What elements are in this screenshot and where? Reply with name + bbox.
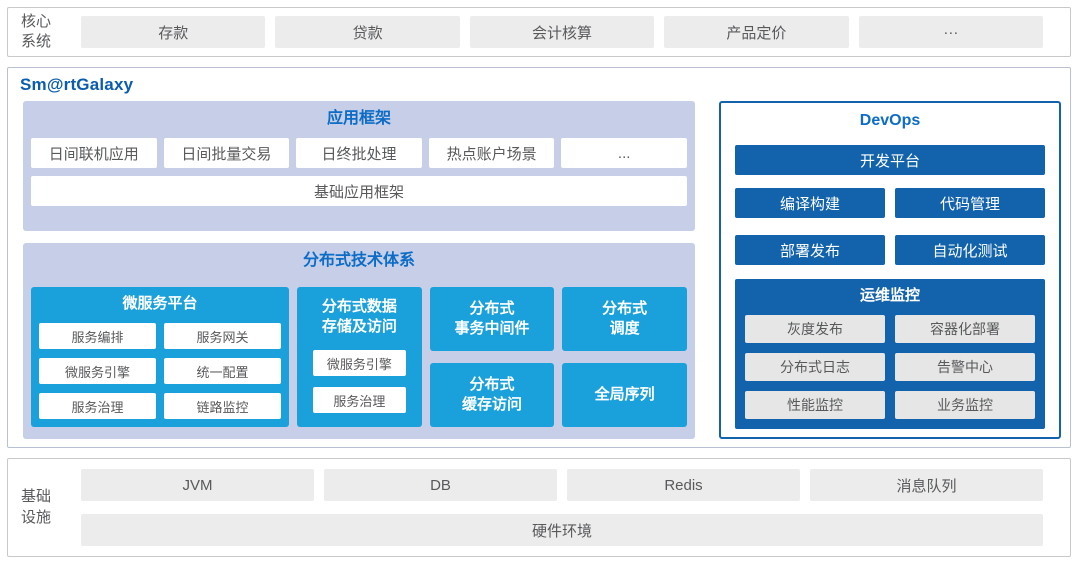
core-systems-label: 核心 系统: [21, 12, 52, 50]
dev-platform-box: 开发平台: [735, 145, 1045, 175]
ops-item-gray-release: 灰度发布: [745, 315, 885, 343]
cache-access-box: 分布式 缓存访问: [429, 363, 555, 427]
ops-item-biz-monitor: 业务监控: [895, 391, 1035, 419]
core-system-item-accounting: 会计核算: [469, 16, 655, 48]
ops-monitor-items: 灰度发布 容器化部署 分布式日志 告警中心 性能监控 业务监控: [745, 315, 1035, 419]
app-item-hot-account: 热点账户场景: [428, 138, 555, 168]
distributed-title: 分布式技术体系: [302, 252, 415, 269]
core-system-item-deposit: 存款: [81, 16, 266, 48]
app-item-online: 日间联机应用: [31, 138, 157, 168]
distributed-col-4: 分布式 调度 全局序列: [562, 287, 687, 427]
transaction-middleware-box: 分布式 事务中间件: [429, 287, 555, 351]
core-systems-band: 核心 系统 存款 贷款 会计核算 产品定价 ···: [7, 7, 1071, 57]
devops-panel: DevOps 开发平台 编译构建 代码管理 部署发布 自动化测试 运维监控 灰度…: [719, 101, 1061, 439]
app-item-more: ...: [561, 138, 687, 168]
data-storage-box: 分布式数据 存储及访问 微服务引擎 服务治理: [297, 287, 422, 427]
infra-item-redis: Redis: [567, 469, 800, 501]
app-item-eod-batch: 日终批处理: [296, 138, 422, 168]
infrastructure-items: JVM DB Redis 消息队列 硬件环境: [81, 469, 1043, 546]
core-system-item-more: ···: [858, 16, 1044, 48]
app-framework-title: 应用框架: [326, 110, 391, 127]
distributed-grid: 微服务平台 服务编排 服务网关 微服务引擎 统一配置 服务治理 链路监控 分布式…: [31, 287, 687, 427]
infra-item-mq: 消息队列: [810, 469, 1043, 501]
infrastructure-label: 基础 设施: [21, 488, 52, 526]
infra-hardware-env: 硬件环境: [81, 514, 1043, 546]
tool-deploy: 部署发布: [735, 235, 885, 265]
microservice-items: 服务编排 服务网关 微服务引擎 统一配置 服务治理 链路监控: [39, 323, 281, 419]
ops-item-container-deploy: 容器化部署: [895, 315, 1035, 343]
infrastructure-row: JVM DB Redis 消息队列: [81, 469, 1043, 501]
data-storage-title: 分布式数据 存储及访问: [321, 298, 397, 335]
infrastructure-band: 基础 设施 JVM DB Redis 消息队列 硬件环境: [7, 458, 1071, 557]
micro-item-orchestration: 服务编排: [39, 323, 156, 349]
app-framework-row: 日间联机应用 日间批量交易 日终批处理 热点账户场景 ...: [31, 138, 687, 168]
distributed-panel: 分布式技术体系 微服务平台 服务编排 服务网关 微服务引擎 统一配置 服务治理 …: [23, 243, 695, 439]
microservice-platform-box: 微服务平台 服务编排 服务网关 微服务引擎 统一配置 服务治理 链路监控: [31, 287, 289, 427]
core-systems-items: 存款 贷款 会计核算 产品定价 ···: [81, 16, 1044, 48]
micro-item-gateway: 服务网关: [164, 323, 281, 349]
devops-title: DevOps: [859, 112, 921, 129]
ops-monitor-title: 运维监控: [859, 287, 920, 304]
scheduling-box: 分布式 调度: [562, 287, 687, 351]
infra-item-jvm: JVM: [81, 469, 314, 501]
app-framework-panel: 应用框架 日间联机应用 日间批量交易 日终批处理 热点账户场景 ... 基础应用…: [23, 101, 695, 231]
core-system-item-pricing: 产品定价: [664, 16, 849, 48]
tool-build: 编译构建: [735, 188, 885, 218]
infra-item-db: DB: [324, 469, 557, 501]
micro-item-engine: 微服务引擎: [39, 358, 156, 384]
core-system-item-loan: 贷款: [275, 16, 460, 48]
app-item-batch-trade: 日间批量交易: [163, 138, 290, 168]
devops-tools-grid: 编译构建 代码管理 部署发布 自动化测试: [735, 188, 1045, 265]
microservice-platform-title: 微服务平台: [122, 295, 198, 312]
storage-item-engine: 微服务引擎: [313, 350, 406, 376]
storage-item-governance: 服务治理: [313, 387, 406, 413]
micro-item-governance: 服务治理: [39, 393, 156, 419]
micro-item-config: 统一配置: [164, 358, 281, 384]
tool-auto-test: 自动化测试: [895, 235, 1045, 265]
ops-item-dist-log: 分布式日志: [745, 353, 885, 381]
micro-item-tracing: 链路监控: [164, 393, 281, 419]
brand-title: Sm@rtGalaxy: [20, 75, 134, 94]
app-base-framework: 基础应用框架: [31, 176, 687, 206]
tool-code-mgmt: 代码管理: [895, 188, 1045, 218]
smartgalaxy-panel: Sm@rtGalaxy 应用框架 日间联机应用 日间批量交易 日终批处理 热点账…: [7, 67, 1071, 448]
ops-item-alert-center: 告警中心: [895, 353, 1035, 381]
ops-item-perf-monitor: 性能监控: [745, 391, 885, 419]
ops-monitor-box: 运维监控 灰度发布 容器化部署 分布式日志 告警中心 性能监控 业务监控: [735, 279, 1045, 429]
distributed-col-3: 分布式 事务中间件 分布式 缓存访问: [429, 287, 555, 427]
global-sequence-box: 全局序列: [562, 363, 687, 427]
